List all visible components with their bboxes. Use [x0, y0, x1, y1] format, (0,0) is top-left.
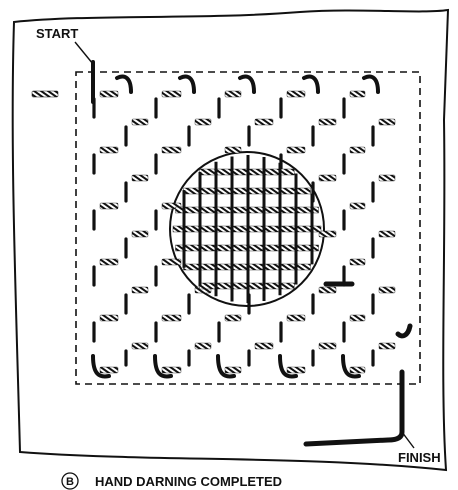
darning-stitches	[93, 77, 395, 377]
weft-stitch	[287, 367, 305, 373]
figure-caption: B HAND DARNING COMPLETED	[62, 473, 282, 489]
bottom-turn-loop	[218, 356, 234, 376]
weft-stitch	[100, 91, 118, 97]
weft-stitch	[350, 315, 365, 321]
weft-stitch	[319, 175, 336, 181]
weft-stitch	[287, 315, 305, 321]
weft-stitch	[350, 259, 365, 265]
weft-stitch	[132, 175, 148, 181]
weft-stitch	[225, 367, 241, 373]
weft-stitch	[319, 343, 336, 349]
weft-stitch	[100, 259, 118, 265]
weft-stitch	[379, 343, 395, 349]
weft-stitch	[319, 119, 336, 125]
weft-stitch	[100, 367, 118, 373]
weft-stitch	[100, 203, 118, 209]
weft-stitch	[350, 367, 365, 373]
weft-stitch	[225, 91, 241, 97]
fabric-outline	[13, 10, 448, 470]
weft-stitch	[287, 147, 305, 153]
weft-stitch	[132, 231, 148, 237]
weft-stitch	[319, 287, 336, 293]
weft-stitch	[162, 315, 181, 321]
bottom-turn-loop	[93, 356, 109, 376]
top-turn-loop	[240, 77, 254, 92]
weft-stitch	[350, 203, 365, 209]
finish-label: FINISH	[398, 450, 441, 465]
start-label: START	[36, 26, 78, 41]
weft-stitch	[162, 147, 181, 153]
bottom-turn-loop	[155, 356, 171, 376]
bottom-turn-loop	[280, 356, 296, 376]
caption-letter: B	[66, 476, 74, 488]
weft-stitch	[379, 119, 395, 125]
finish-pointer	[402, 432, 414, 448]
weft-stitch	[379, 231, 395, 237]
weft-stitch	[319, 231, 336, 237]
weft-stitch	[132, 343, 148, 349]
weft-stitch	[225, 147, 241, 153]
weft-stitch	[255, 343, 273, 349]
weft-stitch	[100, 147, 118, 153]
weft-stitch	[255, 119, 273, 125]
weft-stitch	[379, 287, 395, 293]
weft-stitch	[162, 259, 181, 265]
weft-stitch	[132, 287, 148, 293]
weft-stitch	[195, 343, 211, 349]
bottom-turn-loop	[343, 356, 359, 376]
weft-stitch	[350, 91, 365, 97]
top-turn-loop	[117, 77, 131, 92]
caption-text: HAND DARNING COMPLETED	[95, 474, 282, 489]
weft-stitch	[100, 315, 118, 321]
weft-stitch	[350, 147, 365, 153]
weft-stitch	[162, 367, 181, 373]
top-turn-loop	[364, 77, 378, 92]
start-thread	[32, 42, 93, 102]
weft-stitch	[225, 315, 241, 321]
top-turn-loop	[304, 77, 318, 92]
start-tail-stitch	[32, 91, 58, 97]
weft-stitch	[162, 91, 181, 97]
weft-stitch	[132, 119, 148, 125]
weft-stitch	[379, 175, 395, 181]
weft-stitch	[195, 119, 211, 125]
top-turn-loop	[180, 77, 194, 92]
start-pointer	[75, 42, 93, 64]
weft-stitch	[287, 91, 305, 97]
